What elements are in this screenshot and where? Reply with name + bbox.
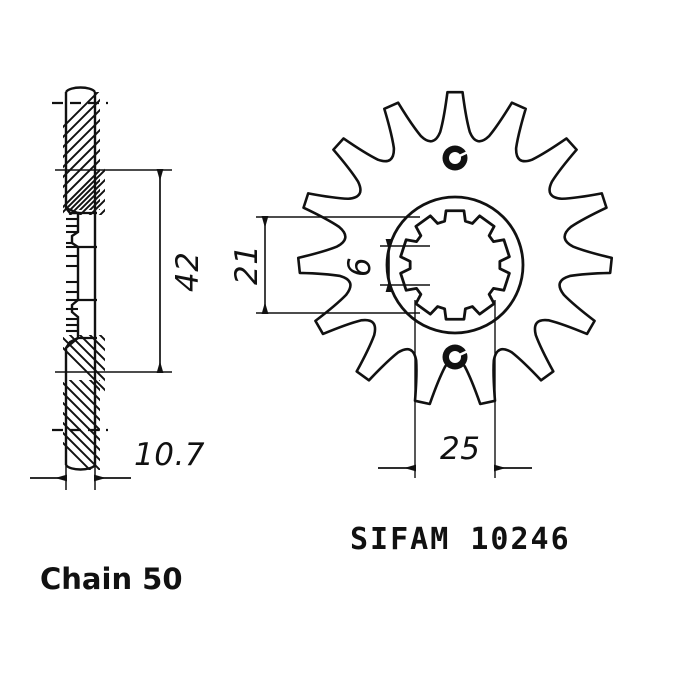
dimension-label-25: 25 [440, 431, 481, 467]
section-hatch-bottom [63, 380, 100, 470]
section-centerline-marks [52, 101, 108, 432]
section-hatch-top [63, 92, 100, 210]
dimension-25 [378, 300, 532, 478]
part-code-label: SIFAM 10246 [350, 522, 571, 557]
dimension-label-42: 42 [170, 251, 206, 292]
dimension-label-21: 21 [229, 244, 265, 285]
section-hub-profile [65, 206, 97, 349]
side-section-view [52, 86, 108, 471]
dimension-6 [380, 239, 430, 292]
dimension-label-6: 6 [342, 256, 378, 277]
spline-hub [385, 195, 525, 335]
spline-bore-path [399, 209, 511, 321]
section-outline [64, 86, 97, 471]
bolt-hole-bottom [442, 344, 469, 370]
dimension-10-7 [30, 430, 131, 490]
chain-spec-label: Chain 50 [40, 562, 183, 596]
bolt-hole-top [442, 145, 469, 171]
dimension-42 [55, 169, 172, 373]
dimension-21 [256, 216, 420, 314]
dimension-label-10-7: 10.7 [134, 437, 206, 473]
section-hatch-lower-web [63, 335, 105, 400]
section-spline-band [66, 217, 78, 333]
section-hatch-upper-web [63, 150, 105, 215]
bolt-holes [442, 145, 469, 370]
